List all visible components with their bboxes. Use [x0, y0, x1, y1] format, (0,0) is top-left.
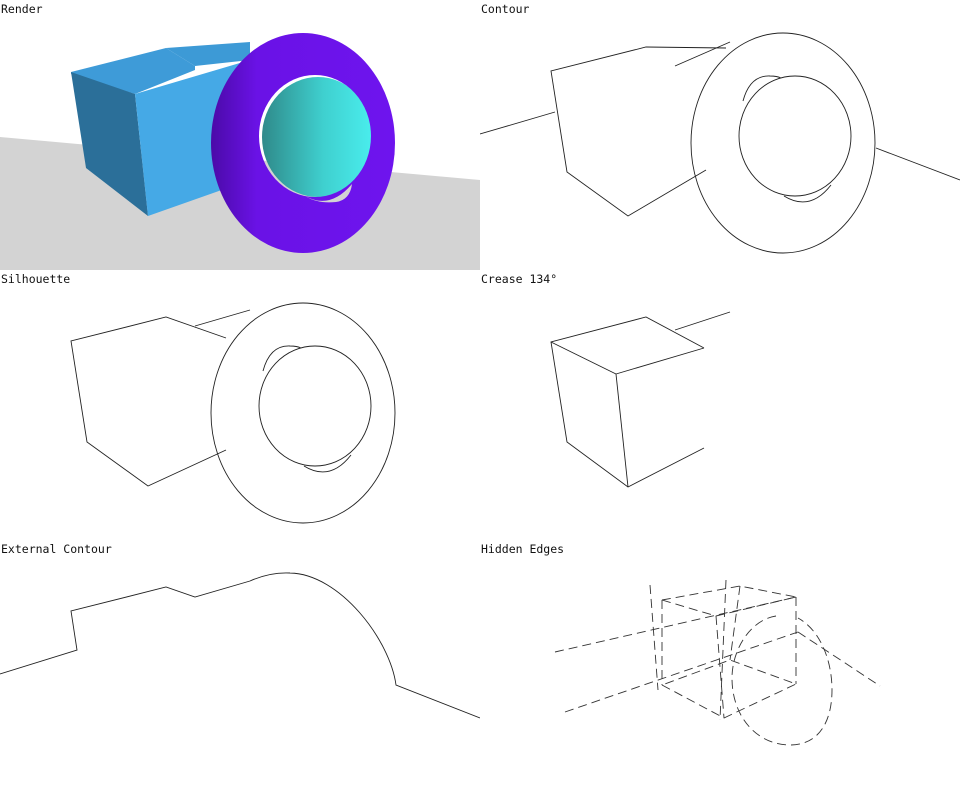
contour-view	[480, 32, 960, 254]
sphere-bottom-arc	[783, 184, 832, 203]
external-contour-label: External Contour	[1, 542, 112, 556]
sphere-top-arc	[742, 75, 782, 102]
contour-panel: Contour	[480, 0, 960, 270]
silhouette-panel: Silhouette	[0, 270, 480, 540]
torus-hidden-arc	[731, 615, 833, 746]
cube-back-top	[166, 42, 250, 66]
cube-bottom-edges	[660, 659, 798, 719]
cube-back-edge	[194, 309, 251, 327]
render-panel: Render	[0, 0, 480, 270]
sphere-bottom-arc	[303, 454, 352, 473]
render-label: Render	[1, 2, 43, 16]
hidden-edges-panel: Hidden Edges	[480, 540, 960, 810]
silhouette-view	[70, 302, 396, 524]
cube-edge-vertical-2	[715, 615, 725, 719]
ground-edge-right	[875, 147, 960, 181]
hidden-edges-label: Hidden Edges	[481, 542, 565, 556]
silhouette-label: Silhouette	[1, 272, 71, 286]
torus-outer	[690, 32, 876, 254]
torus-inner	[738, 75, 852, 197]
cube-outline	[550, 46, 727, 217]
hidden-edges-view	[554, 579, 881, 746]
cube-top-edges	[661, 585, 797, 617]
sphere-top-arc	[262, 345, 302, 372]
crease-panel: Crease 134°	[480, 270, 960, 540]
cube-back-edge	[674, 41, 731, 67]
cube-edges	[550, 316, 705, 488]
cube-front-vertical-edge	[615, 373, 629, 488]
sphere-bottom	[305, 184, 352, 203]
crease-view	[550, 311, 731, 488]
render-view	[0, 33, 480, 270]
cube-back-edge	[674, 311, 731, 331]
torus-outer	[210, 302, 396, 524]
crease-label: Crease 134°	[481, 272, 558, 286]
cube-edge-extension-1	[649, 584, 659, 691]
ground-edge-right	[797, 631, 881, 687]
cube-edge-vertical-4	[729, 585, 741, 661]
contour-label: Contour	[481, 2, 530, 16]
cube-outline	[70, 316, 227, 487]
cube-top-face	[71, 48, 195, 94]
cube-right-top-edge	[615, 347, 705, 375]
torus	[211, 33, 395, 253]
ground-edge-left	[480, 111, 556, 135]
cube-front-top-edge	[550, 341, 617, 375]
external-outline	[0, 572, 480, 719]
cube-edge-extension-2	[719, 579, 727, 721]
torus-inner	[258, 345, 372, 467]
external-contour-panel: External Contour	[0, 540, 480, 810]
external-contour-view	[0, 572, 480, 719]
cube-side-face	[71, 72, 148, 216]
